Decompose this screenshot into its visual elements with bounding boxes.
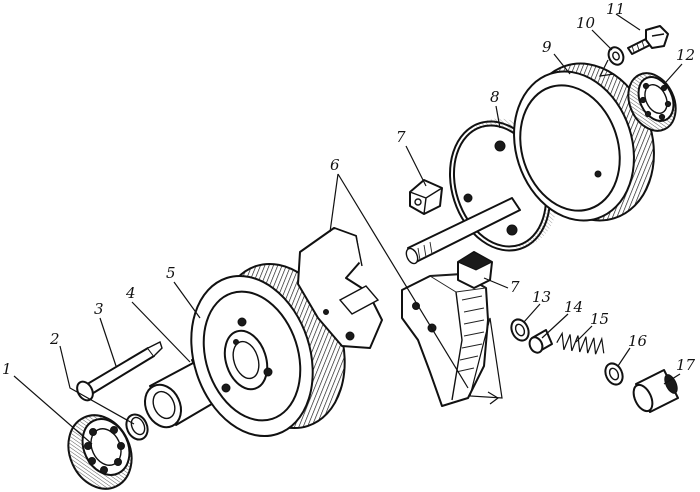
part-11-bolt [627,25,669,55]
part-16-ring [604,362,624,386]
label-part-7-upper: 7 [396,128,406,146]
label-part-13: 13 [532,288,551,306]
label-part-9: 9 [542,38,552,56]
label-part-11: 11 [606,0,625,18]
label-part-12: 12 [676,46,695,64]
part-12-ball-bearing [627,72,677,132]
label-part-7-lower: 7 [510,278,520,296]
part-3-pin [76,341,163,402]
part-1-ball-bearing [67,414,133,490]
label-part-6: 6 [330,156,340,174]
part-6-clutch-segment-left [297,227,383,349]
part-14-plunger [528,329,553,354]
part-6-clutch-segment-right [401,273,489,407]
part-17-plug [632,369,679,413]
label-part-15: 15 [590,310,609,328]
label-part-10: 10 [576,14,596,32]
part-13-o-ring [510,318,530,342]
label-part-17: 17 [676,356,696,374]
part-15-spring [556,331,605,355]
label-part-4: 4 [125,284,136,302]
label-part-5: 5 [166,264,176,282]
part-9-ring-gear [513,62,655,222]
label-part-16: 16 [628,332,648,350]
part-10-washer [607,46,625,66]
label-part-3: 3 [94,300,104,318]
label-part-1: 1 [2,360,12,378]
part-7-square-nut-upper [409,179,443,215]
leader-lines [13,13,683,445]
label-part-2: 2 [49,330,60,348]
part-7-square-nut-lower [456,251,494,289]
part-number-labels: 1 2 3 4 5 6 7 7 8 9 10 11 12 13 14 15 16… [2,0,696,378]
part-5-gear-wheel [190,262,346,438]
label-part-8: 8 [490,88,500,106]
label-part-14: 14 [564,298,583,316]
part-2-retaining-ring [125,413,149,441]
